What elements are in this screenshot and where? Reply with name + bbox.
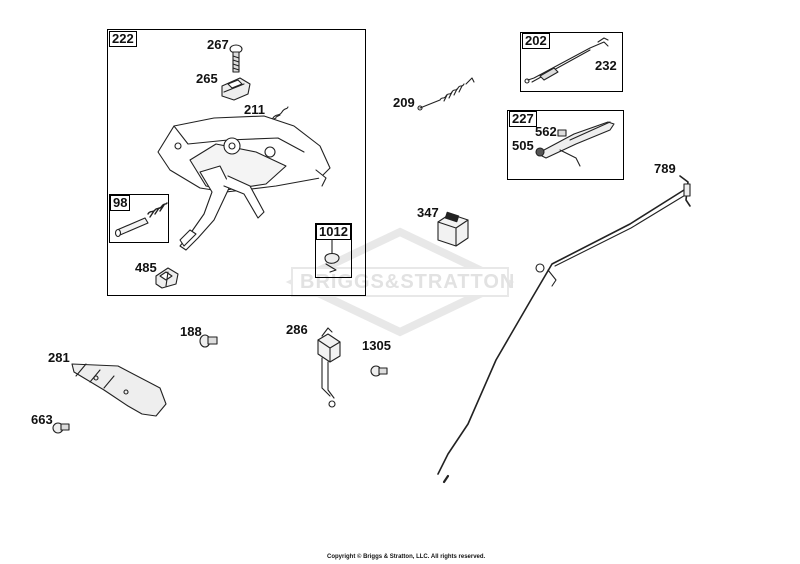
- part-label-232[interactable]: 232: [595, 58, 617, 73]
- copyright-notice: Copyright © Briggs & Stratton, LLC. All …: [327, 554, 486, 560]
- part-485-knob[interactable]: [155, 267, 179, 289]
- part-label-188[interactable]: 188: [180, 324, 202, 339]
- part-562-screw[interactable]: [557, 129, 567, 137]
- part-789-cable[interactable]: [437, 175, 691, 484]
- part-267-screw[interactable]: [229, 44, 243, 73]
- group-label-1012[interactable]: 1012: [316, 224, 351, 240]
- group-label-222[interactable]: 222: [109, 31, 137, 47]
- part-1305-screw[interactable]: [370, 365, 388, 377]
- part-label-663[interactable]: 663: [31, 412, 53, 427]
- part-227-linkage[interactable]: [541, 121, 615, 167]
- part-label-1305[interactable]: 1305: [362, 338, 391, 353]
- part-232-cable[interactable]: [524, 37, 609, 84]
- part-label-505[interactable]: 505: [512, 138, 534, 153]
- watermark-text: BRIGGS&STRATTON: [300, 271, 516, 293]
- part-label-211[interactable]: 211: [244, 102, 265, 117]
- part-label-209[interactable]: 209: [393, 95, 415, 110]
- part-label-347[interactable]: 347: [417, 205, 439, 220]
- group-label-202[interactable]: 202: [522, 33, 550, 49]
- group-label-98[interactable]: 98: [110, 195, 131, 211]
- part-98-pin[interactable]: [114, 217, 149, 238]
- group-box-227: [507, 110, 624, 180]
- part-label-281[interactable]: 281: [48, 350, 70, 365]
- group-box-98: [109, 194, 169, 243]
- part-209-spring[interactable]: [417, 77, 475, 111]
- part-label-265[interactable]: 265: [196, 71, 218, 86]
- part-265-clip[interactable]: [221, 77, 251, 101]
- group-label-227[interactable]: 227: [509, 111, 537, 127]
- group-box-1012: [315, 223, 352, 278]
- group-box-222: [107, 29, 366, 296]
- part-98-spring[interactable]: [147, 202, 168, 218]
- part-347-switch[interactable]: [437, 211, 469, 247]
- part-1012-clip[interactable]: [324, 239, 340, 273]
- part-505-nut[interactable]: [535, 147, 545, 157]
- part-label-267[interactable]: 267: [207, 37, 229, 52]
- part-label-286[interactable]: 286: [286, 322, 308, 337]
- part-label-562[interactable]: 562: [535, 124, 557, 139]
- group-box-202: [520, 32, 623, 92]
- part-663-screw[interactable]: [52, 422, 70, 434]
- part-281-bracket[interactable]: [71, 363, 167, 417]
- part-188-screw[interactable]: [199, 334, 218, 348]
- part-222-control-bracket[interactable]: [157, 115, 331, 251]
- part-label-485[interactable]: 485: [135, 260, 157, 275]
- part-286-module[interactable]: [317, 327, 341, 408]
- part-label-789[interactable]: 789: [654, 161, 676, 176]
